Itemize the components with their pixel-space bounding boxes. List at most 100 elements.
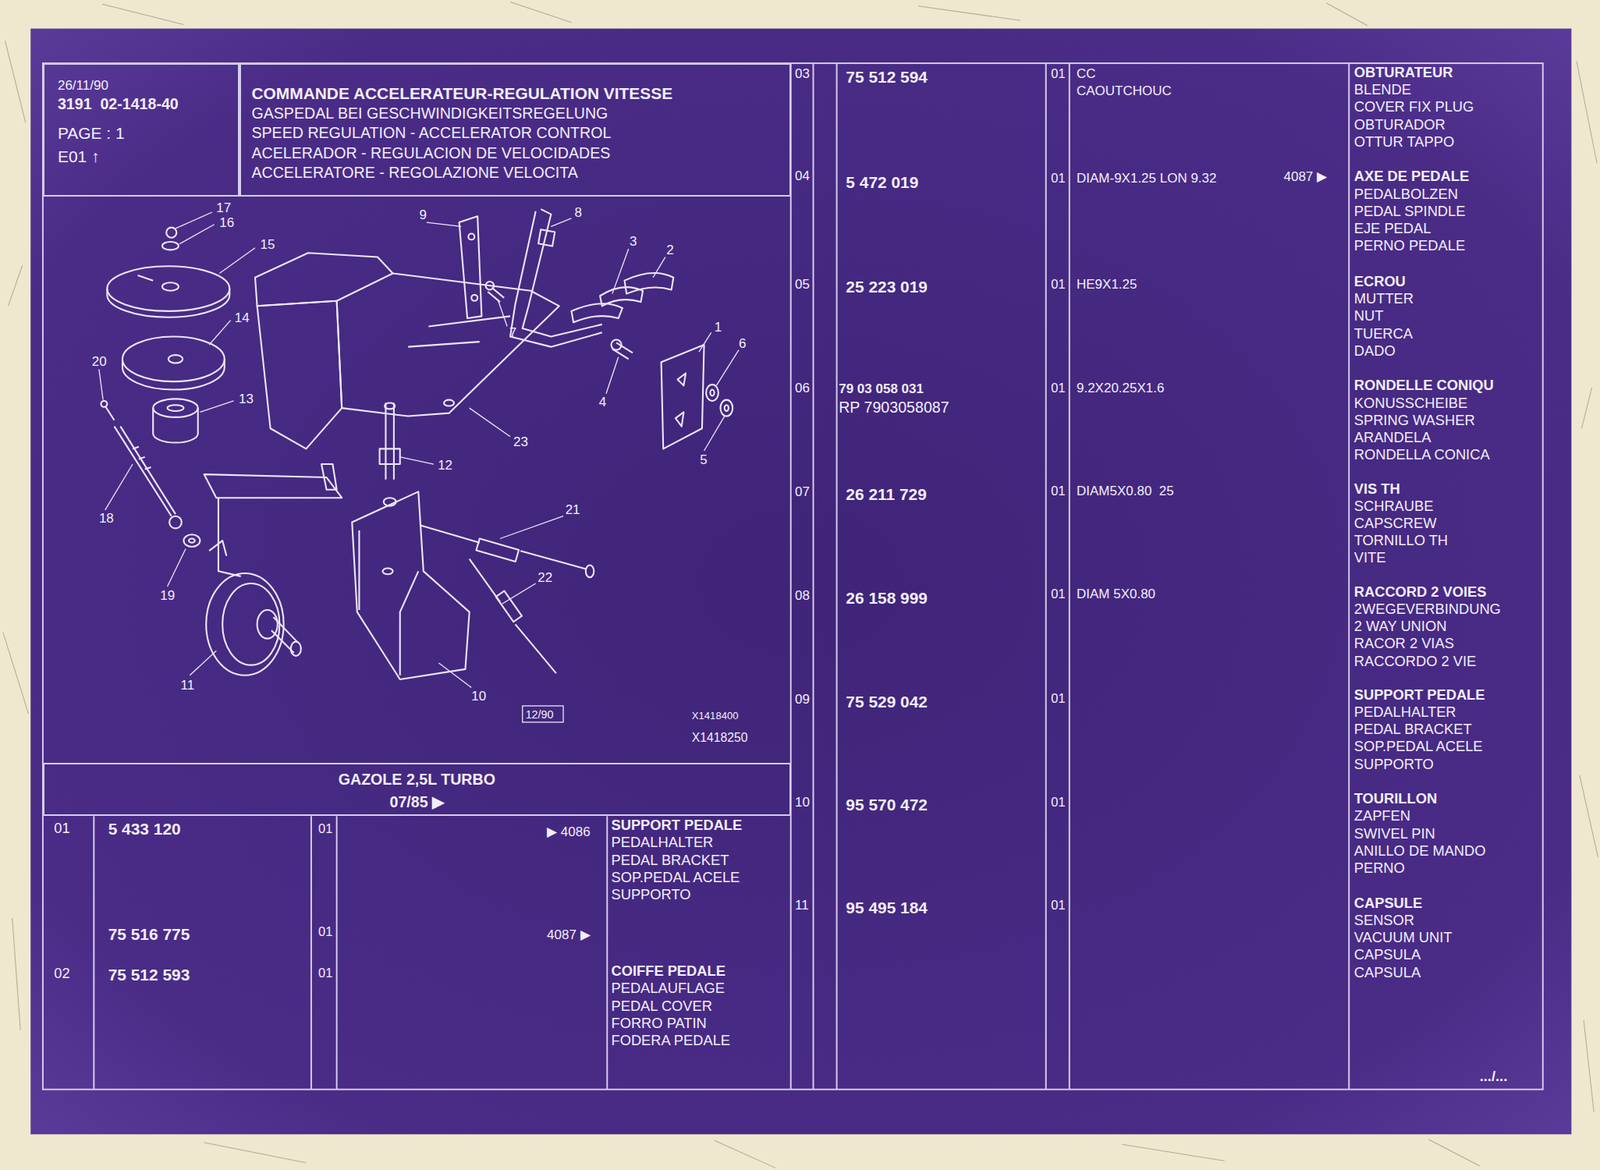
part-description: PEDALAUFLAGE: [611, 981, 725, 996]
callout-number: 21: [565, 502, 581, 516]
part-description: RACCORD 2 VOIES: [1354, 585, 1487, 600]
part-description: EJE PEDAL: [1354, 221, 1432, 236]
part-number: 26 158 999: [845, 589, 928, 607]
part-number: 79 03 058 031: [838, 382, 924, 396]
row-number: 05: [794, 276, 810, 291]
part-description: KONUSSCHEIBE: [1354, 396, 1468, 411]
callout-number: 7: [509, 326, 517, 340]
part-description: SENSOR: [1354, 913, 1415, 928]
part-description: CAPSULA: [1354, 964, 1421, 980]
row-number: 03: [794, 67, 810, 81]
quantity: 01: [318, 925, 333, 938]
callout-number: 8: [574, 205, 582, 220]
quantity: 01: [1050, 795, 1065, 809]
callout-number: 13: [238, 392, 254, 406]
part-description: PEDAL BRACKET: [1354, 722, 1473, 737]
part-description: ANILLO DE MANDO: [1354, 844, 1487, 859]
callout-number: 15: [260, 237, 276, 251]
part-description: TUERCA: [1354, 326, 1413, 341]
part-description: SUPPORT PEDALE: [611, 818, 743, 833]
part-number: 5 472 019: [845, 174, 919, 192]
box-text: ACELERADOR - REGULACION DE VELOCIDADES: [251, 145, 611, 162]
specification: 9.2X20.25X1.6: [1076, 381, 1164, 395]
note: 4087 ▶: [1284, 170, 1328, 184]
quantity: 01: [1050, 691, 1065, 704]
callout-number: 2: [666, 243, 674, 257]
part-description: TORNILLO TH: [1354, 533, 1448, 548]
part-number: 25 223 019: [845, 278, 928, 295]
continuation-mark: .../...: [1479, 1069, 1508, 1084]
callout-number: 10: [471, 689, 487, 703]
part-description: VACUUM UNIT: [1354, 930, 1453, 945]
callout-number: 9: [419, 207, 427, 221]
part-number: 5 433 120: [108, 821, 181, 838]
quantity: 01: [1050, 67, 1065, 80]
part-description: RONDELLA CONICA: [1354, 447, 1491, 462]
box-text: ACCELERATORE - REGOLAZIONE VELOCITA: [251, 165, 578, 181]
callout-number: 18: [99, 511, 114, 526]
drawing-reference: X1418250: [691, 731, 749, 745]
quantity: 01: [1050, 898, 1065, 912]
part-description: AXE DE PEDALE: [1354, 169, 1469, 184]
box-text: 26/11/90: [57, 78, 109, 93]
part-description: RONDELLE CONIQU: [1354, 378, 1494, 393]
part-description: OBTURADOR: [1354, 117, 1446, 132]
part-description: PEDAL BRACKET: [611, 853, 730, 868]
part-description: OTTUR TAPPO: [1354, 134, 1455, 150]
part-description: SWIVEL PIN: [1354, 826, 1436, 841]
part-description: FODERA PEDALE: [611, 1033, 731, 1048]
quantity: 01: [1050, 381, 1065, 394]
callout-number: 23: [513, 435, 529, 449]
part-description: RACCORDO 2 VIE: [1354, 653, 1477, 668]
part-description: VIS TH: [1354, 481, 1401, 496]
specification: DIAM 5X0.80: [1076, 587, 1156, 601]
callout-number: 12: [437, 458, 453, 472]
part-description: CAPSCREW: [1354, 516, 1437, 531]
callout-number: 17: [216, 200, 231, 214]
box-text: SPEED REGULATION - ACCELERATOR CONTROL: [251, 125, 611, 142]
part-number: 75 512 593: [108, 967, 191, 984]
part-description: BLENDE: [1354, 82, 1412, 97]
part-description: SUPPORT PEDALE: [1354, 688, 1486, 703]
callout-number: 20: [92, 354, 107, 369]
part-description: SUPPORTO: [1354, 757, 1434, 772]
callout-number: 5: [699, 452, 707, 466]
header-box: 26/11/903191 02-1418-40PAGE : 1E01 ↑: [42, 63, 240, 197]
specification: DIAM5X0.80 25: [1076, 484, 1175, 498]
callout-number: 16: [219, 216, 235, 230]
part-description: TOURILLON: [1354, 791, 1437, 806]
specification: CAOUTCHOUC: [1076, 84, 1172, 98]
part-description: ARANDELA: [1354, 430, 1432, 445]
title-box: GASPEDAL BEI GESCHWINDIGKEITSREGELUNG SPE…: [239, 63, 791, 197]
part-number: 95 570 472: [845, 797, 928, 814]
part-description: COVER FIX PLUG: [1354, 99, 1475, 114]
row-number: 07: [794, 485, 810, 499]
part-description: SUPPORTO: [611, 887, 692, 902]
part-description: NUT: [1354, 308, 1384, 323]
callout-number: 19: [159, 588, 175, 602]
part-description: RACOR 2 VIAS: [1354, 636, 1455, 651]
part-description: SOP.PEDAL ACELE: [611, 870, 741, 885]
callout-number: 14: [234, 310, 250, 324]
part-description: FORRO PATIN: [611, 1016, 707, 1031]
box-text: E01 ↑: [57, 148, 100, 165]
part-description: PEDALHALTER: [1354, 705, 1457, 720]
part-description: CAPSULA: [1354, 947, 1421, 962]
specification: HE9X1.25: [1076, 276, 1138, 291]
box-text: GASPEDAL BEI GESCHWINDIGKEITSREGELUNG: [251, 106, 608, 122]
part-description: COIFFE PEDALE: [611, 964, 726, 979]
specification: CC: [1076, 67, 1097, 81]
row-number: 02: [53, 966, 70, 981]
part-number: 75 512 594: [845, 69, 928, 86]
callout-number: 6: [738, 336, 746, 350]
callout-number: 4: [599, 395, 607, 409]
part-description: PEDAL COVER: [611, 999, 713, 1014]
quantity: 01: [318, 965, 333, 979]
specification: DIAM-9X1.25 LON 9.32: [1076, 170, 1217, 185]
part-description: ECROU: [1354, 274, 1406, 289]
part-description: 2WEGEVERBINDUNG: [1354, 602, 1501, 617]
part-description: SPRING WASHER: [1354, 413, 1476, 428]
callout-number: 3: [629, 234, 637, 248]
part-description: OBTURATEUR: [1354, 65, 1454, 80]
